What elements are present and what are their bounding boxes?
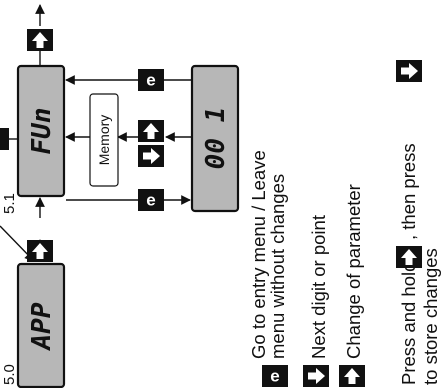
legend-store-text-line2: to store changes xyxy=(420,248,441,385)
legend-e-text-line1: Go to entry menu / Leave xyxy=(248,150,269,359)
up-key-top xyxy=(27,29,53,51)
left-key-clipped xyxy=(0,128,9,150)
legend-store-up-key xyxy=(396,246,422,268)
memory-label: Memory xyxy=(96,115,112,166)
up-key-middle xyxy=(27,240,53,262)
legend-store-right-key xyxy=(396,60,422,82)
section-label-function: 5.1 xyxy=(1,193,18,214)
legend: Go to entry menu / Leave menu without ch… xyxy=(248,60,441,387)
legend-store-text-part1: Press and hold xyxy=(398,262,419,385)
legend-up-key xyxy=(339,365,365,387)
right-key-memory xyxy=(138,145,164,167)
app-display: APP xyxy=(16,262,66,388)
legend-store-text-part2: , then press xyxy=(398,143,419,240)
legend-e-text-line2: menu without changes xyxy=(267,174,288,359)
app-display-text: APP xyxy=(27,302,57,351)
value-display-text: 00 1 xyxy=(201,107,231,170)
flow-diagram: FUn 5.1 APP 5.0 Memory xyxy=(0,4,240,388)
e-key-bottom xyxy=(138,189,164,211)
section-label-entry: 5.0 xyxy=(1,364,18,385)
up-key-memory xyxy=(138,120,164,142)
value-display: 00 1 xyxy=(190,64,240,213)
legend-right-key xyxy=(303,365,329,387)
memory-keys xyxy=(138,120,164,167)
legend-right-text: Next digit or point xyxy=(308,215,329,359)
legend-e-key xyxy=(262,365,288,387)
e-key-top xyxy=(138,69,164,91)
legend-up-text: Change of parameter xyxy=(343,184,364,359)
function-display: FUn xyxy=(16,64,66,198)
memory-box: Memory xyxy=(89,93,119,187)
function-display-text: FUn xyxy=(27,108,57,155)
